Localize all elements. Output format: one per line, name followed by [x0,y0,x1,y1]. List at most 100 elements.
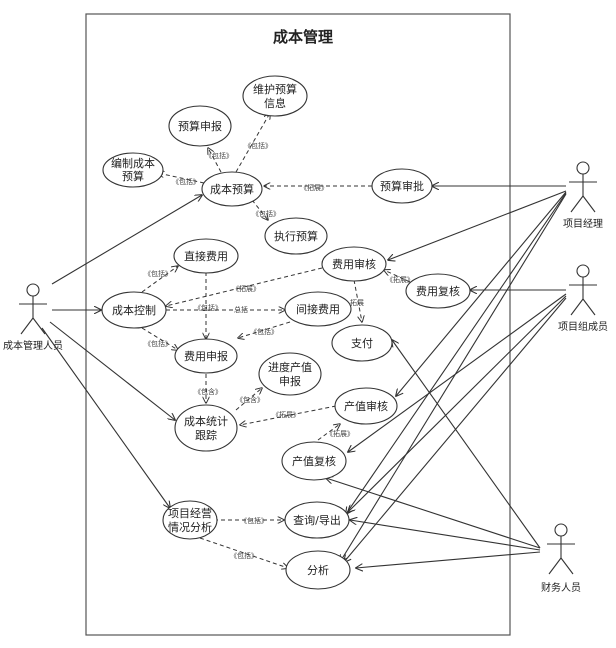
usecase-indirect-cost[interactable]: 间接费用 [284,291,352,327]
stereo-recheck-review: 《拓展》 [386,275,414,284]
svg-text:编制成本: 编制成本 [111,156,155,170]
stereo-budget-compile: 《包括》 [172,177,200,186]
svg-text:查询/导出: 查询/导出 [293,513,341,527]
usecase-progress-value-report[interactable]: 进度产值 申报 [258,352,322,396]
assoc-member-query [348,295,567,512]
dep-budget-execute [251,199,268,220]
svg-text:预算审批: 预算审批 [380,179,424,193]
stereo-control-direct: 《包括》 [144,269,172,278]
usecase-execute-budget[interactable]: 执行预算 [264,217,328,255]
stereo-budget-maintain: 《包括》 [244,141,272,150]
dep-review-payment [353,279,362,322]
usecase-value-recheck[interactable]: 产值复核 [281,441,347,481]
stereo-control-indirect-a: 《包括》 [194,303,222,312]
actor-team-member[interactable]: 项目组成员 [558,264,608,333]
svg-text:间接费用: 间接费用 [296,303,340,316]
assoc-finance-value-recheck [326,478,541,549]
usecase-compile-budget[interactable]: 编制成本 预算 [102,152,164,188]
usecase-analysis[interactable]: 分析 [285,550,351,590]
svg-text:进度产值: 进度产值 [268,360,312,374]
svg-text:成本预算: 成本预算 [210,182,254,196]
use-cases: 成本预算 预算申报 维护预算 信息 编制成本 预算 执行预算 预算审批 成本控制 [101,75,471,590]
dep-tracking-progress [235,388,262,411]
dep-recheck-review [384,270,411,283]
actor-head-icon [26,283,40,297]
stereo-analysis-query: 《包括》 [240,516,268,525]
actor-label-finance: 财务人员 [541,581,581,594]
svg-text:预算: 预算 [122,169,144,183]
usecase-payment[interactable]: 支付 [331,324,393,362]
assoc-finance-analysis [356,551,541,568]
assoc-finance-query [350,520,541,551]
actor-finance[interactable]: 财务人员 [541,523,581,594]
svg-text:执行预算: 执行预算 [274,229,318,243]
svg-text:预算申报: 预算申报 [178,119,222,133]
dep-recheck-value [317,424,340,441]
usecase-value-review[interactable]: 产值审核 [334,387,398,425]
usecase-budget-report[interactable]: 预算申报 [168,105,232,147]
usecase-expense-review[interactable]: 费用审核 [321,246,387,282]
usecase-expense-recheck[interactable]: 费用复核 [405,273,471,309]
svg-text:费用审核: 费用审核 [332,257,376,271]
actor-label-cost-manager: 成本管理人员 [3,339,63,352]
svg-text:费用申报: 费用申报 [184,349,228,363]
stereo-budget-execute: 《包括》 [252,209,280,218]
usecase-cost-control[interactable]: 成本控制 [101,291,167,329]
svg-text:直接费用: 直接费用 [184,249,228,263]
assoc-pm-analysis [340,193,567,562]
actor-head-icon [554,523,568,537]
assoc-pm-expense-review [388,190,567,260]
assoc-finance-payment [392,340,541,549]
stereo-value-tracking: 《拓展》 [272,410,300,419]
dep-indirect-expense [238,321,291,338]
usecase-project-analysis[interactable]: 项目经营 情况分析 [162,500,218,540]
stereotype-labels: 《包括》 《包括》 《包括》 《包括》 《拓展》 《包括》 《拓展》 《包括》 … [144,141,414,560]
stereo-control-expense: 《包括》 [144,339,172,348]
dependencies [141,113,411,568]
usecase-direct-cost[interactable]: 直接费用 [173,238,239,274]
dep-control-direct [141,266,178,293]
svg-text:项目经营: 项目经营 [168,506,212,520]
stereo-review-payment: 拓展 [350,298,364,307]
system-boundary [85,13,511,636]
actor-head-icon [576,264,590,278]
system-title: 成本管理 [273,28,333,46]
usecase-cost-stat-tracking[interactable]: 成本统计 跟踪 [174,404,238,452]
actor-project-manager[interactable]: 项目经理 [563,161,603,230]
svg-text:情况分析: 情况分析 [168,520,212,534]
dep-value-tracking [240,405,337,425]
usecase-budget-approval[interactable]: 预算审批 [371,168,433,204]
actor-cost-manager[interactable]: 成本管理人员 [3,283,63,352]
usecase-maintain-budget-info[interactable]: 维护预算 信息 [242,75,308,117]
actor-head-icon [576,161,590,175]
svg-text:信息: 信息 [264,96,286,110]
actor-label-team-member: 项目组成员 [558,320,608,333]
stereo-tracking-progress: 《包含》 [236,395,264,404]
svg-text:成本统计: 成本统计 [184,414,228,428]
dep-budget-maintain [235,113,270,173]
svg-text:成本控制: 成本控制 [112,303,156,317]
associations [41,186,567,568]
assoc-manager-budget [51,195,202,285]
assoc-pm-value-review [396,191,567,396]
svg-text:跟踪: 跟踪 [195,428,217,442]
stereo-control-indirect-b: 总括 [234,305,248,314]
svg-text:支付: 支付 [351,337,373,350]
assoc-manager-tracking [49,321,175,420]
dep-budget-report [208,148,222,173]
usecase-expense-report[interactable]: 费用申报 [174,338,238,374]
actor-label-project-manager: 项目经理 [563,217,603,230]
dep-analysis-analysis [199,537,288,568]
dep-budget-compile [158,173,205,184]
usecase-query-export[interactable]: 查询/导出 [284,501,350,539]
dep-control-expense [141,327,178,350]
assoc-manager-analysis [41,327,170,508]
usecase-cost-budget[interactable]: 成本预算 [201,171,263,207]
stereo-recheck-value: 《拓展》 [326,429,354,438]
assoc-member-value-recheck [348,293,567,452]
stereo-indirect-expense: 《包括》 [250,327,278,336]
svg-text:产值复核: 产值复核 [292,454,336,468]
stereo-review-control: 《拓展》 [232,284,260,293]
svg-text:申报: 申报 [279,374,301,388]
